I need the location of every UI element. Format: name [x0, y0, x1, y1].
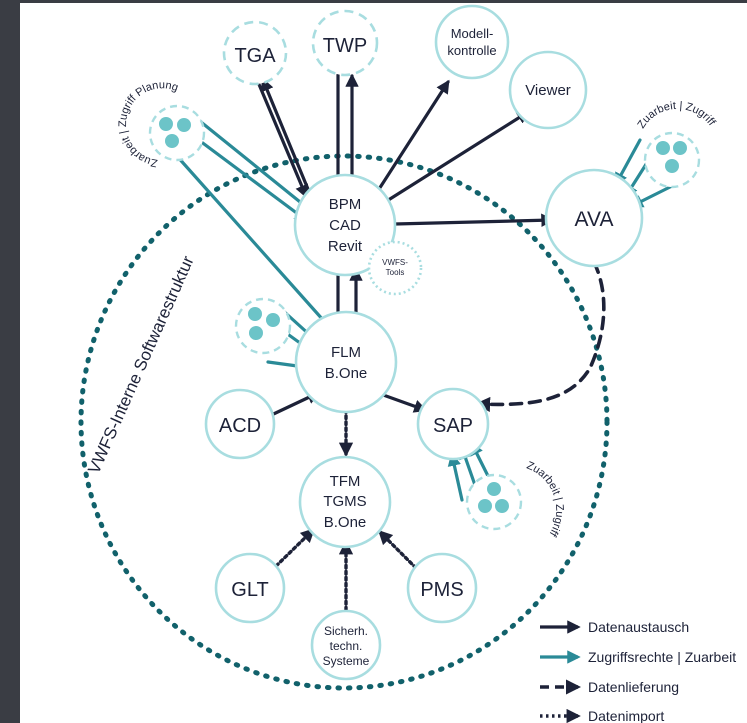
edges — [174, 73, 674, 612]
node-tga — [222, 20, 288, 86]
node-flm — [294, 310, 398, 414]
edge-pms-tfm — [377, 529, 422, 574]
node-pms — [406, 552, 478, 624]
edge-bpm-viewer — [380, 110, 531, 206]
user-dot — [665, 159, 679, 173]
edge-bpm-tga — [260, 77, 312, 196]
access-planung-bpm-1 — [194, 116, 313, 212]
node-modellkontrolle — [434, 4, 510, 80]
node-flm-line1: FLM — [331, 344, 361, 361]
legend-item-zugriffsrechte: Zugriffsrechte | Zuarbeit — [540, 649, 736, 665]
node-sap-label: SAP — [433, 415, 473, 437]
node-glt — [214, 552, 286, 624]
node-twp-label: TWP — [323, 35, 367, 57]
node-acd — [204, 388, 276, 460]
legend-label: Datenlieferung — [588, 679, 679, 695]
node-ava-label: AVA — [575, 208, 614, 231]
node-bpm-line2: CAD — [329, 217, 361, 234]
node-bpm-line3: Revit — [328, 238, 363, 255]
node-glt-label: GLT — [231, 579, 268, 601]
legend-label: Zugriffsrechte | Zuarbeit — [588, 649, 736, 665]
node-modellkontrolle-line2: kontrolle — [447, 43, 496, 58]
node-viewer-label: Viewer — [525, 82, 571, 99]
node-vwfs-tools-line2: Tools — [386, 268, 405, 277]
node-tfm — [298, 455, 392, 549]
edge-tga-bpm — [256, 80, 309, 199]
user-dot — [673, 141, 687, 155]
access-sap-1 — [447, 452, 464, 502]
user-dot — [165, 134, 179, 148]
legend: Datenaustausch Zugriffsrechte | Zuarbeit… — [540, 619, 736, 723]
edge-bpm-modellkontrolle — [370, 79, 450, 202]
node-modellkontrolle-line1: Modell- — [451, 26, 494, 41]
user-dot — [478, 499, 492, 513]
user-dot — [249, 326, 263, 340]
legend-label: Datenaustausch — [588, 619, 689, 635]
user-dot — [266, 313, 280, 327]
node-tga-label: TGA — [234, 45, 276, 67]
access-cluster-sap — [465, 473, 523, 531]
legend-item-datenaustausch: Datenaustausch — [540, 619, 689, 635]
user-dot — [248, 307, 262, 321]
legend-label: Datenimport — [588, 708, 664, 723]
node-vwfs-tools — [367, 240, 423, 296]
node-bpm — [293, 173, 397, 277]
user-dot — [159, 117, 173, 131]
node-tfm-line3: B.One — [324, 514, 367, 531]
node-viewer — [508, 50, 588, 130]
edge-ava-sap — [474, 260, 606, 413]
node-flm-line2: B.One — [325, 365, 368, 382]
node-sicherh-line1: Sicherh. — [324, 624, 368, 638]
node-pms-label: PMS — [420, 579, 463, 601]
node-sicherh-line2: techn. — [330, 639, 363, 653]
user-dot — [656, 141, 670, 155]
access-cluster-ava — [643, 131, 701, 189]
node-tfm-line2: TGMS — [323, 493, 366, 510]
node-vwfs-tools-line1: VWFS- — [382, 258, 408, 267]
internal-boundary — [78, 153, 610, 691]
user-dot — [177, 118, 191, 132]
edge-glt-tfm — [270, 528, 316, 572]
node-ava — [544, 168, 644, 268]
user-dot — [487, 482, 501, 496]
access-cluster-planung — [148, 104, 206, 162]
node-tfm-line1: TFM — [330, 473, 361, 490]
node-sicherh-line3: Systeme — [323, 654, 370, 668]
edge-bpm-ava — [393, 213, 555, 227]
access-planung-flm — [174, 153, 334, 333]
legend-item-datenimport: Datenimport — [540, 708, 664, 723]
node-sicherh — [310, 609, 382, 681]
legend-item-datenlieferung: Datenlieferung — [540, 679, 679, 695]
node-twp — [311, 9, 379, 77]
user-dot — [495, 499, 509, 513]
node-sap — [416, 387, 490, 461]
node-bpm-line1: BPM — [329, 196, 362, 213]
access-planung-bpm-2 — [186, 130, 309, 222]
node-acd-label: ACD — [219, 415, 261, 437]
access-cluster-flm — [234, 297, 292, 355]
